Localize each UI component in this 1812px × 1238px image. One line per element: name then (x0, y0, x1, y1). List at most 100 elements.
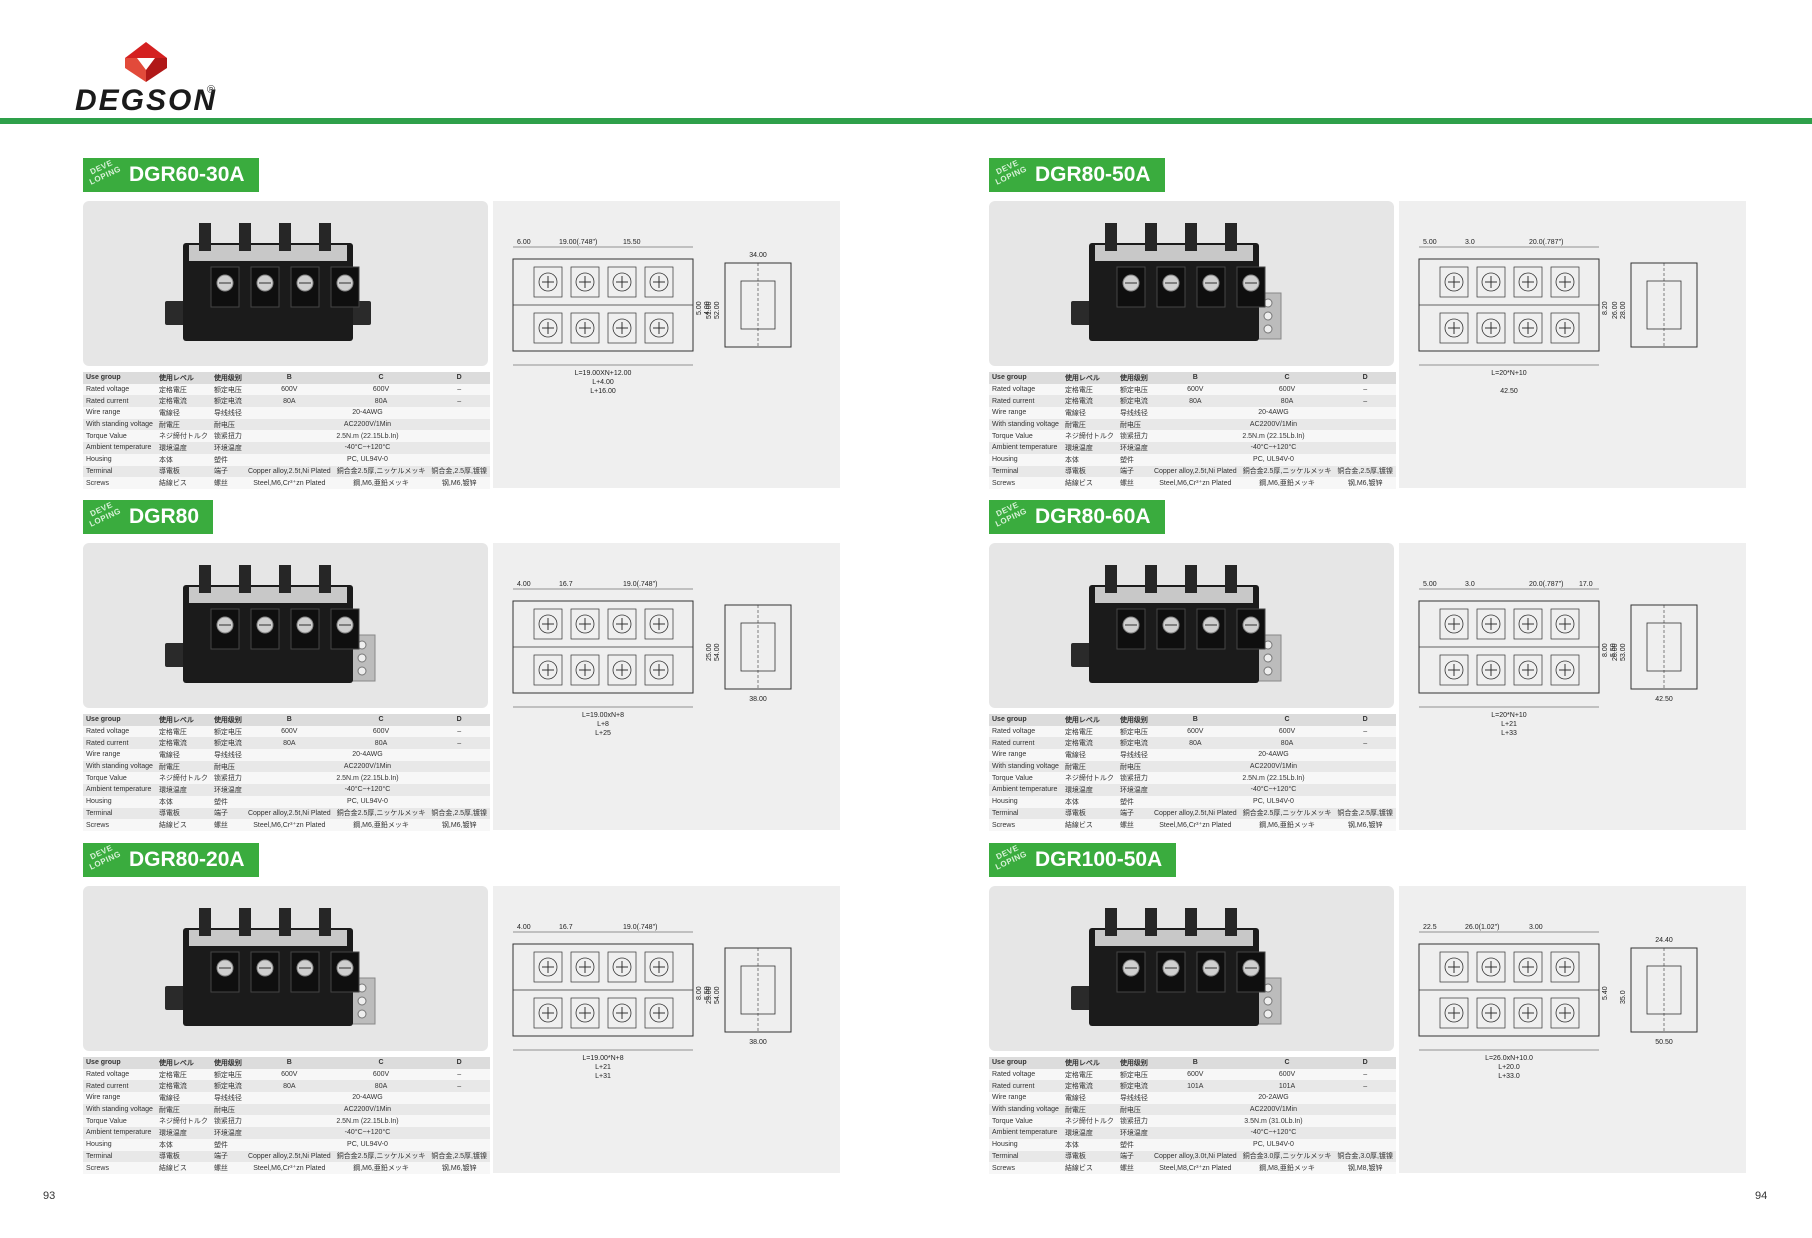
clear-cover (189, 930, 347, 946)
screw-icon (1481, 1003, 1501, 1023)
spec-label: Wire range (83, 749, 156, 761)
spec-label: 結線ビス (155, 477, 211, 489)
screw-icon (1481, 957, 1501, 977)
barrier-fin (279, 223, 291, 251)
terminal-cell (1513, 997, 1543, 1029)
spec-label: 使用级别 (1116, 714, 1151, 726)
spec-label: Rated voltage (989, 383, 1062, 396)
spec-label: With standing voltage (83, 1103, 156, 1116)
spec-label: Torque Value (83, 1115, 156, 1128)
spec-label: 螺丝 (1116, 819, 1151, 831)
terminal-block-photo-icon (165, 908, 376, 1026)
spec-label: 本体 (1061, 453, 1117, 466)
spec-label: 定格電圧 (1061, 1068, 1117, 1081)
spec-value: 600V (333, 1068, 429, 1081)
terminal-cell (570, 997, 600, 1029)
spec-label: Rated current (989, 1080, 1062, 1093)
spec-label: Rated voltage (83, 1068, 156, 1081)
screw-icon (1555, 957, 1575, 977)
dim-label-top: 19.0(.748") (623, 924, 657, 931)
spec-label: Housing (83, 795, 156, 808)
spec-value: D (1334, 1057, 1396, 1069)
spec-label: 電線径 (155, 749, 211, 761)
product-title-text: DGR80 (129, 505, 200, 528)
dim-label-small: 4.00 (704, 301, 711, 315)
dim-label-bottom: L+16.00 (590, 388, 616, 395)
screw-icon (575, 660, 595, 680)
spec-label: 额定电流 (210, 737, 245, 750)
product-title-text: DGR100-50A (1035, 848, 1163, 871)
dim-label-side: 26.00 (1612, 301, 1619, 319)
spec-value: Copper alloy,2.5t,Ni Plated (1150, 807, 1240, 820)
screw-icon (649, 660, 669, 680)
page-header: DEGSON ® (0, 0, 1812, 128)
spec-label: 端子 (210, 465, 245, 478)
spec-label: Torque Value (989, 1115, 1062, 1128)
spec-label: 環境温度 (155, 1127, 211, 1139)
clear-cover (189, 587, 347, 603)
spec-label: With standing voltage (989, 760, 1062, 773)
dim-label-top: 16.7 (559, 581, 573, 588)
spec-label: Wire range (989, 407, 1062, 419)
terminal-cell (1513, 951, 1543, 983)
screw-icon (1555, 614, 1575, 634)
spec-value: Copper alloy,2.5t,Ni Plated (244, 465, 334, 478)
terminal-cell (1439, 266, 1469, 298)
spec-value: 铜合金,2.5厚,镀镍 (1334, 807, 1396, 820)
spec-label: 使用レベル (155, 372, 211, 384)
spec-label: Wire range (989, 1092, 1062, 1104)
screw-icon (575, 272, 595, 292)
screw-icon (612, 1003, 632, 1023)
barrier-fin (319, 223, 331, 251)
spec-value: 铜合金,2.5厚,镀镍 (428, 1150, 490, 1163)
screw-icon (649, 318, 669, 338)
spec-label: 環境温度 (1061, 1127, 1117, 1139)
spec-label: 使用レベル (1061, 1057, 1117, 1069)
dim-label-top: 4.00 (517, 581, 531, 588)
spec-label: 耐電圧 (155, 418, 211, 431)
spec-value: D (428, 714, 490, 726)
spec-label: 端子 (1116, 1150, 1151, 1163)
screw-icon (575, 318, 595, 338)
screw-icon (1518, 272, 1538, 292)
screw-icon (1444, 660, 1464, 680)
dim-label-bottom: L=19.00xN+8 (582, 712, 624, 719)
product-photo (989, 886, 1394, 1051)
clear-cover (189, 245, 347, 261)
spec-label: 定格電圧 (1061, 383, 1117, 396)
spec-label: 导线线径 (210, 749, 245, 761)
spec-value: – (1334, 725, 1396, 738)
terminal-block-photo-icon (1071, 223, 1282, 341)
dim-label-top: 19.00(.748") (559, 239, 597, 246)
spec-value: – (1334, 395, 1396, 408)
spec-label: 塑件 (210, 1138, 245, 1151)
spec-label: Housing (83, 453, 156, 466)
dim-label-bottom: L=20*N+10 (1491, 712, 1527, 719)
dim-label-top: 19.0(.748") (623, 581, 657, 588)
spec-label: 端子 (210, 1150, 245, 1163)
spec-label: 锁紧扭力 (1116, 772, 1151, 785)
spec-value: 600V (1239, 383, 1335, 396)
spec-label: 导线线径 (210, 407, 245, 419)
terminal-cell (1513, 312, 1543, 344)
spec-label: 定格電流 (155, 737, 211, 750)
terminal-cell (607, 312, 637, 344)
spec-value: -40°C~+120°C (244, 1127, 490, 1139)
barrier-fin (1105, 565, 1117, 593)
spec-label: 電線径 (155, 1092, 211, 1104)
screw-icon (1444, 614, 1464, 634)
terminal-cell (1513, 654, 1543, 686)
spec-label: 螺丝 (1116, 1162, 1151, 1174)
spec-value: 80A (244, 1080, 334, 1093)
